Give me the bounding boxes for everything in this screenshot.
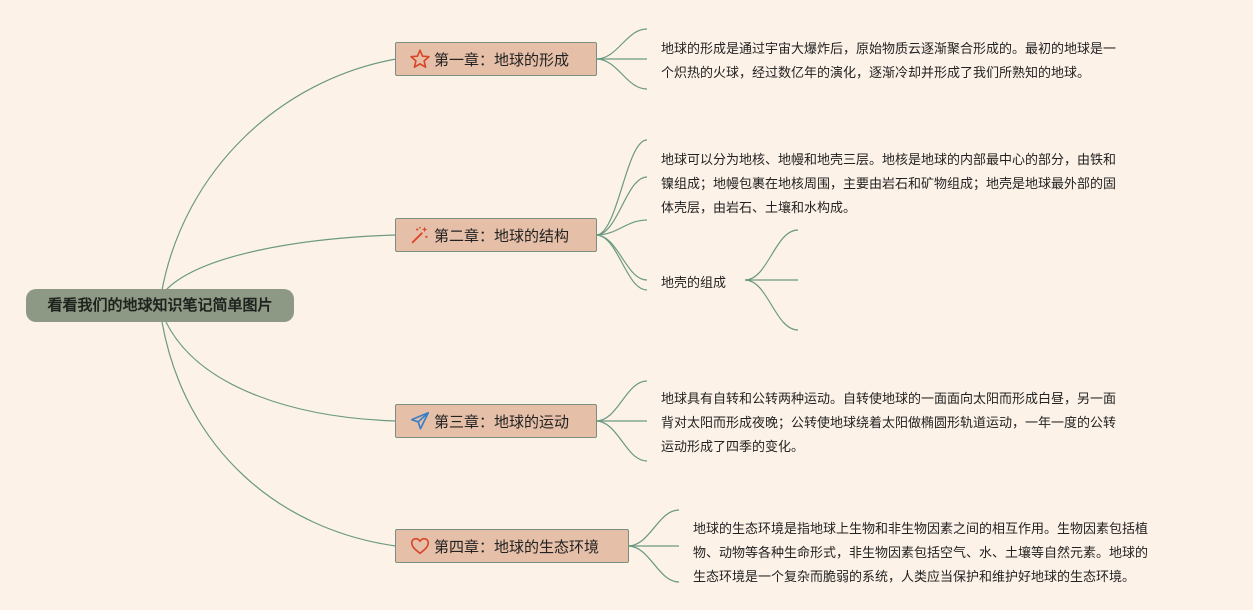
description-line: 运动形成了四季的变化。 [661, 440, 805, 455]
connector-sub-branch-top [744, 229, 799, 281]
description-line: 地球可以分为地核、地幔和地壳三层。地核是地球的内部最中心的部分，由铁和 [661, 153, 1117, 168]
chapter-title-1: 第一章：地球的形成 [434, 50, 570, 69]
connector-ch2-branch-2 [595, 176, 648, 236]
description-line: 地球具有自转和公转两种运动。自转使地球的一面面向太阳而形成白昼，另一面 [661, 392, 1117, 407]
paper-plane-icon [409, 410, 431, 432]
connector-ch4-branch-top [627, 509, 680, 547]
description-line: 背对太阳而形成夜晚；公转使地球绕着太阳做椭圆形轨道运动，一年一度的公转 [661, 416, 1117, 431]
chapter-description-3: 地球具有自转和公转两种运动。自转使地球的一面面向太阳而形成白昼，另一面 背对太阳… [661, 388, 1116, 460]
heart-icon [409, 535, 431, 557]
connector-ch2-branch-3 [595, 219, 648, 236]
chapter-node-1[interactable]: 第一章：地球的形成 [395, 42, 597, 76]
description-line: 镍组成；地幔包裹在地核周围，主要由岩石和矿物组成；地壳是地球最外部的固 [661, 177, 1117, 192]
subtopic-crust-composition[interactable]: 地壳的组成 [661, 276, 727, 291]
connector-root-ch1 [161, 58, 397, 291]
connector-sub-branch-bottom [744, 279, 799, 331]
description-line: 生态环境是一个复杂而脆弱的系统，人类应当保护和维护好地球的生态环境。 [693, 570, 1136, 585]
chapter-node-4[interactable]: 第四章：地球的生态环境 [395, 529, 629, 563]
chapter-description-2: 地球可以分为地核、地幔和地壳三层。地核是地球的内部最中心的部分，由铁和 镍组成；… [661, 149, 1116, 221]
connector-ch2-branch-5 [595, 234, 648, 291]
connector-ch2-branch-4 [595, 234, 648, 281]
chapter-node-2[interactable]: 第二章：地球的结构 [395, 218, 597, 252]
chapter-description-1: 地球的形成是通过宇宙大爆炸后，原始物质云逐渐聚合形成的。最初的地球是一 个炽热的… [661, 38, 1116, 86]
chapter-node-3[interactable]: 第三章：地球的运动 [395, 404, 597, 438]
connector-ch3-branch-bottom [595, 420, 648, 462]
connector-ch1-branch-bottom [595, 58, 648, 90]
chapter-title-4: 第四章：地球的生态环境 [434, 537, 600, 556]
root-topic[interactable]: 看看我们的地球知识笔记简单图片 [26, 289, 294, 322]
star-icon [409, 48, 431, 70]
connector-ch2-branch-1 [595, 139, 648, 236]
connector-ch1-branch-top [595, 28, 648, 60]
connector-root-ch3 [165, 321, 397, 422]
chapter-title-2: 第二章：地球的结构 [434, 226, 570, 245]
chapter-description-4: 地球的生态环境是指地球上生物和非生物因素之间的相互作用。生物因素包括植 物、动物… [693, 518, 1148, 590]
description-line: 地球的生态环境是指地球上生物和非生物因素之间的相互作用。生物因素包括植 [693, 522, 1149, 537]
description-line: 个炽热的火球，经过数亿年的演化，逐渐冷却并形成了我们所熟知的地球。 [661, 66, 1091, 81]
magic-wand-icon [409, 224, 431, 246]
description-line: 地球的形成是通过宇宙大爆炸后，原始物质云逐渐聚合形成的。最初的地球是一 [661, 42, 1117, 57]
connector-ch4-branch-bottom [627, 545, 680, 583]
description-line: 物、动物等各种生命形式，非生物因素包括空气、水、土壤等自然元素。地球的 [693, 546, 1149, 561]
chapter-title-3: 第三章：地球的运动 [434, 412, 570, 431]
description-line: 体壳层，由岩石、土壤和水构成。 [661, 201, 857, 216]
connector-root-ch4 [161, 321, 397, 547]
connector-root-ch2 [165, 234, 397, 291]
connector-ch3-branch-top [595, 380, 648, 422]
